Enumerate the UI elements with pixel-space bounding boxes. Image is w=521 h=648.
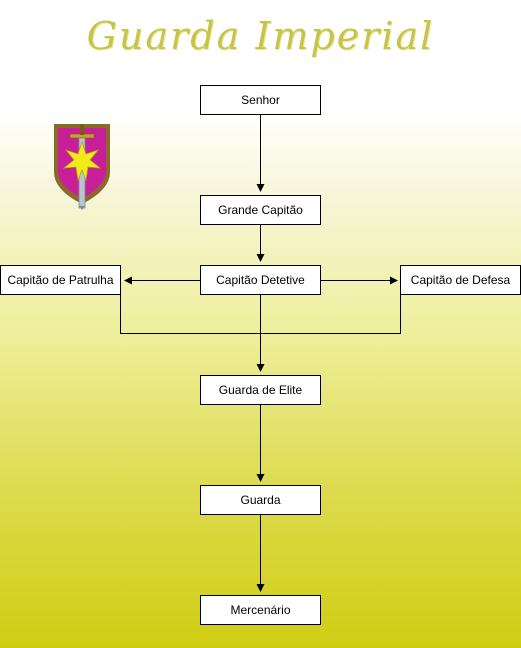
node-capitao-patrulha: Capitão de Patrulha <box>0 265 121 295</box>
node-mercenario: Mercenário <box>200 595 321 625</box>
page-title: Guarda Imperial <box>86 14 435 58</box>
shield-sword-star-icon <box>54 124 110 210</box>
node-capitao-defesa: Capitão de Defesa <box>400 265 521 295</box>
node-guarda: Guarda <box>200 485 321 515</box>
edge-defesa-elite <box>260 295 401 334</box>
node-guarda-elite: Guarda de Elite <box>200 375 321 405</box>
node-capitao-detetive: Capitão Detetive <box>200 265 321 295</box>
node-grande-capitao: Grande Capitão <box>200 195 321 225</box>
edge-patrulha-elite <box>120 295 261 334</box>
node-senhor: Senhor <box>200 85 321 115</box>
